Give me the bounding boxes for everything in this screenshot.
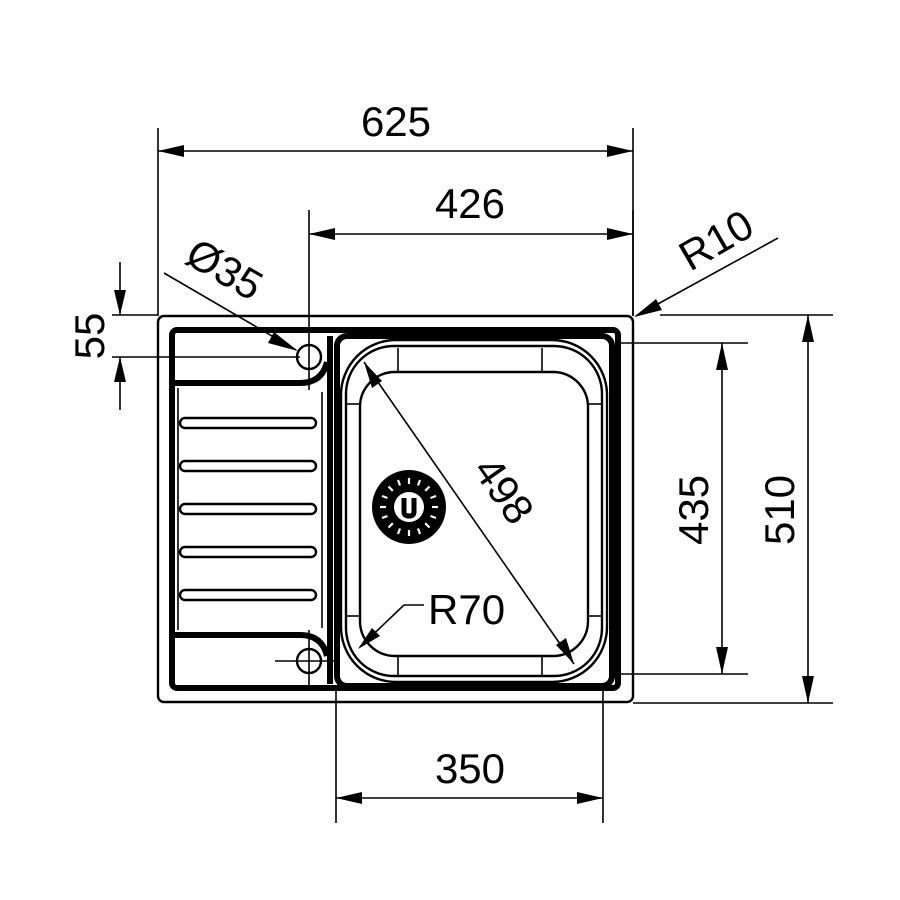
label-625: 625 bbox=[361, 98, 431, 145]
dimension-bowl-height: 435 bbox=[620, 342, 748, 675]
label-diameter-35: Ø35 bbox=[179, 229, 271, 309]
label-r70: R70 bbox=[428, 586, 505, 633]
label-r10: R10 bbox=[671, 201, 761, 280]
label-350: 350 bbox=[435, 745, 505, 792]
label-498: 498 bbox=[465, 448, 544, 532]
tap-hole-top-icon bbox=[295, 210, 323, 390]
drainboard bbox=[174, 210, 340, 690]
drainboard-ribs bbox=[178, 416, 318, 602]
dimension-overall-width: 625 bbox=[157, 98, 634, 316]
dimension-tap-hole-offset: 55 bbox=[66, 262, 300, 410]
dimension-outer-corner-radius: R10 bbox=[634, 201, 779, 317]
sink-outer-rim bbox=[156, 314, 635, 704]
label-435: 435 bbox=[670, 475, 717, 545]
strainer-waste-icon bbox=[372, 470, 446, 544]
dimension-bowl-corner-radius: R70 bbox=[358, 586, 505, 649]
label-426: 426 bbox=[435, 180, 505, 227]
dimension-bowl-width: 350 bbox=[335, 690, 604, 823]
dimension-bowl-section-width: 426 bbox=[309, 180, 634, 316]
label-510: 510 bbox=[756, 475, 803, 545]
label-55: 55 bbox=[66, 313, 113, 360]
tap-hole-bottom-icon bbox=[275, 630, 340, 690]
dimension-overall-depth: 510 bbox=[633, 314, 833, 704]
sink-bowl bbox=[334, 333, 615, 689]
